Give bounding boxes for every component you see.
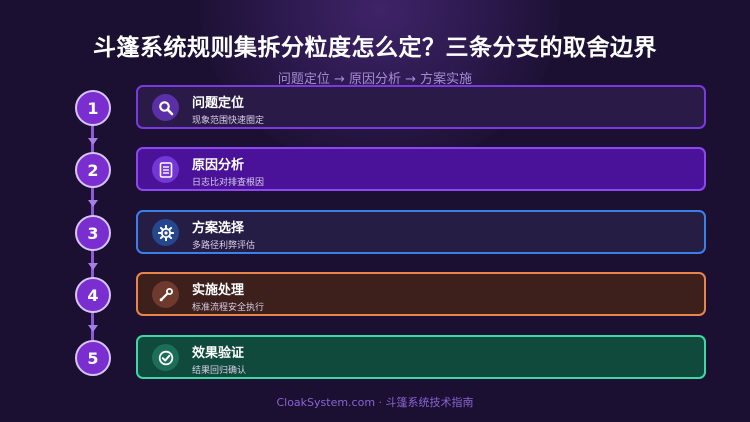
- gear-icon: [152, 219, 179, 246]
- step-3-card: 方案选择 多路径利弊评估: [136, 210, 706, 254]
- step-4-title: 实施处理: [192, 283, 245, 298]
- step-3-desc: 多路径利弊评估: [192, 241, 256, 251]
- step-4-number: 4: [87, 285, 99, 305]
- page-subtitle: 问题定位 → 原因分析 → 方案实施: [277, 72, 473, 87]
- step-4-desc: 标准流程安全执行: [192, 303, 265, 313]
- step-2-arrow: [88, 200, 98, 207]
- step-5-card: 效果验证 结果回归确认: [136, 335, 706, 379]
- step-5-desc: 结果回归确认: [192, 366, 247, 376]
- step-3-arrow: [88, 263, 98, 270]
- step-2-node: 2: [75, 152, 111, 188]
- step-1-arrow: [88, 138, 98, 145]
- step-3-number: 3: [87, 223, 99, 243]
- step-5-number: 5: [87, 348, 99, 368]
- step-1-node: 1: [75, 90, 111, 126]
- step-1-number: 1: [87, 98, 99, 118]
- step-5-title: 效果验证: [192, 346, 245, 361]
- document-icon: [152, 156, 179, 183]
- step-4-arrow: [88, 325, 98, 332]
- wrench-icon: [152, 281, 179, 308]
- step-1-card: 问题定位 现象范围快速圈定: [136, 85, 706, 129]
- step-2-title: 原因分析: [192, 158, 245, 173]
- step-5-node: 5: [75, 340, 111, 376]
- step-2-card: 原因分析 日志比对排查根因: [136, 147, 706, 191]
- step-4-node: 4: [75, 277, 111, 313]
- step-1-title: 问题定位: [192, 96, 245, 111]
- page-title: 斗篷系统规则集拆分粒度怎么定？三条分支的取舍边界: [93, 35, 657, 61]
- step-2-number: 2: [87, 160, 99, 180]
- step-3-title: 方案选择: [192, 221, 245, 236]
- step-2-desc: 日志比对排查根因: [192, 178, 265, 188]
- step-4-card: 实施处理 标准流程安全执行: [136, 272, 706, 316]
- check-circle-icon: [152, 344, 179, 371]
- search-icon: [152, 94, 179, 121]
- step-1-desc: 现象范围快速圈定: [192, 116, 265, 126]
- footer-credit: CloakSystem.com · 斗篷系统技术指南: [276, 396, 474, 409]
- step-3-node: 3: [75, 215, 111, 251]
